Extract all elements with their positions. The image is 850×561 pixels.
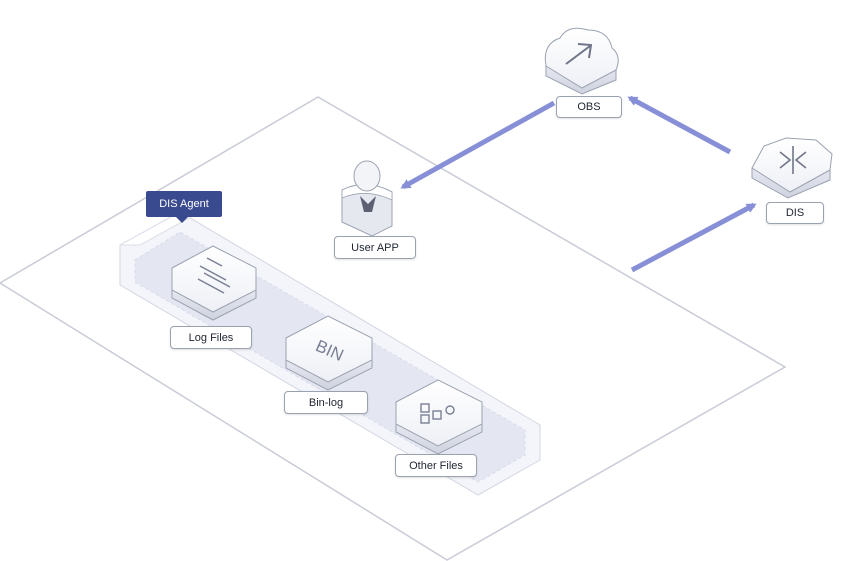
- arrow-dis-to-obs: [627, 95, 732, 155]
- bin-log-label: Bin-log: [284, 391, 368, 414]
- cloud-upload-icon: [565, 43, 593, 65]
- user-app-label: User APP: [334, 236, 416, 259]
- log-files-box: [171, 245, 257, 321]
- user-icon: [360, 196, 376, 212]
- dis-appliance: [751, 137, 833, 199]
- bin-log-box: BIN: [285, 315, 373, 391]
- obs-label: OBS: [556, 96, 622, 118]
- obs-appliance: [544, 27, 619, 95]
- platform-outline: [0, 96, 787, 561]
- arrow-obs-to-userapp: [400, 100, 556, 190]
- dis-label: DIS: [766, 202, 824, 224]
- shapes-icon: [420, 403, 455, 424]
- log-files-label: Log Files: [170, 326, 252, 349]
- other-files-label: Other Files: [395, 454, 477, 477]
- dis-agent-label: DIS Agent: [146, 191, 222, 223]
- user-app-figure: [341, 160, 393, 237]
- other-files-box: [395, 379, 483, 455]
- document-lines-icon: [197, 257, 231, 294]
- arrow-platform-to-dis: [630, 202, 757, 273]
- stream-hub-icon: [779, 146, 807, 174]
